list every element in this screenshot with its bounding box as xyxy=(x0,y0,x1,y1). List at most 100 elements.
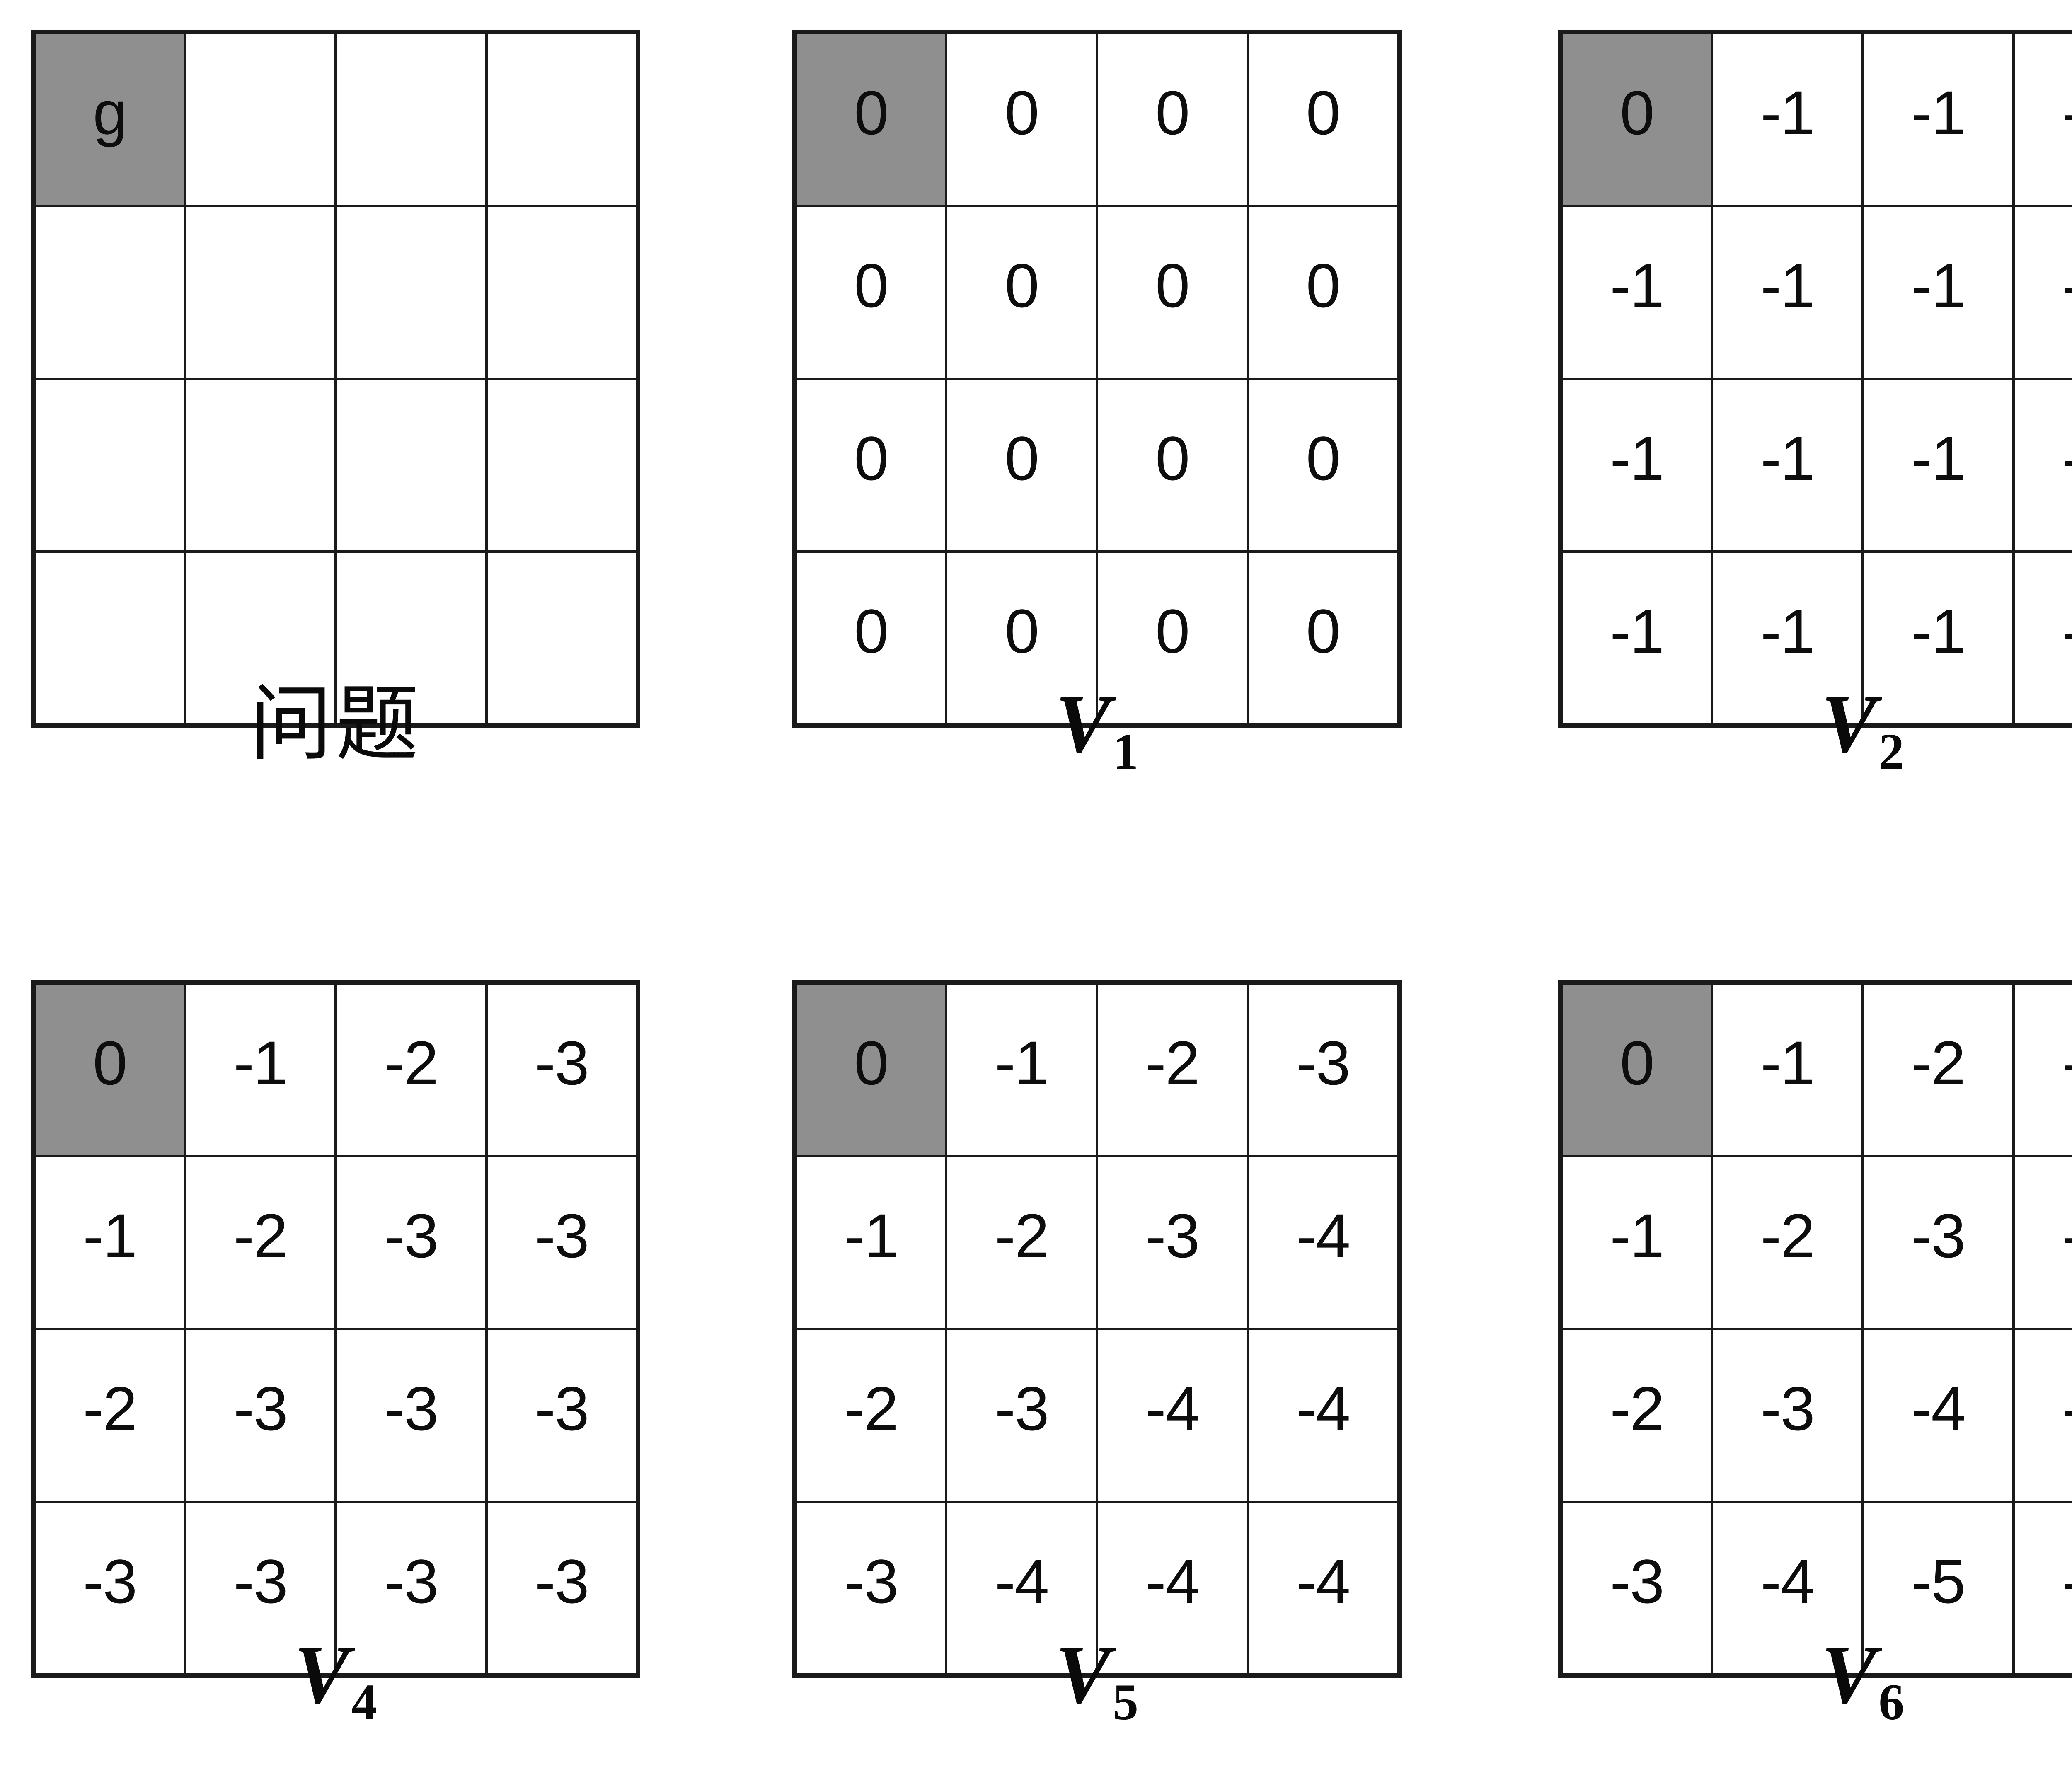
grid-cell-v2-r0c0: 0 xyxy=(1559,31,1714,207)
grid-row: 0-1-2-3 xyxy=(793,981,1401,1157)
panel-label-math-v4: V4 xyxy=(294,1629,377,1728)
grid-cell-v5-r0c1: -1 xyxy=(945,981,1098,1157)
grid-cell-v5-r1c1: -2 xyxy=(945,1155,1098,1330)
grid-cell-v1-r1c2: 0 xyxy=(1095,205,1249,380)
grid-cell-v6-r3c1: -4 xyxy=(1711,1501,1864,1677)
grid-cell-v6-r1c1: -2 xyxy=(1711,1155,1864,1330)
grid-cell-v2-r3c2: -1 xyxy=(1861,550,2015,727)
grid-cell-v1-r0c1: 0 xyxy=(945,31,1098,207)
panel-label-v2: V2 xyxy=(1558,683,2072,777)
panel-label-subscript-v2: 2 xyxy=(1878,723,1905,780)
panel-label-subscript-v5: 5 xyxy=(1113,1674,1139,1730)
grid-cell-v2-r2c1: -1 xyxy=(1711,378,1864,553)
grid-row: 0-1-2-3 xyxy=(1559,981,2072,1157)
grid-cell-v2-r1c1: -1 xyxy=(1711,205,1864,380)
grid-cell-v5-r1c0: -1 xyxy=(793,1155,948,1330)
grid-cell-v4-r2c0: -2 xyxy=(32,1328,186,1503)
panel-label-problem: 问题 xyxy=(31,683,640,766)
grid-cell-v6-r2c1: -3 xyxy=(1711,1328,1864,1503)
grid-cell-v6-r2c3: -5 xyxy=(2012,1328,2072,1503)
grid-row: -3-4-4-4 xyxy=(793,1501,1401,1677)
grid-cell-v6-r1c2: -3 xyxy=(1861,1155,2015,1330)
value-grid-v2: 0-1-1-1-1-1-1-1-1-1-1-1-1-1-1-1 xyxy=(1558,30,2072,728)
grid-cell-v1-r0c2: 0 xyxy=(1095,31,1249,207)
grid-cell-v5-r2c3: -4 xyxy=(1246,1328,1401,1503)
grid-cell-v2-r2c2: -1 xyxy=(1861,378,2015,553)
panel-label-base-v1: V xyxy=(1055,678,1111,770)
grid-cell-v1-r2c1: 0 xyxy=(945,378,1098,553)
panel-label-base-v2: V xyxy=(1821,678,1877,770)
grid-cell-problem-r3c2 xyxy=(334,550,488,727)
grid-panel-v4: 0-1-2-3-1-2-3-3-2-3-3-3-3-3-3-3 xyxy=(31,980,640,1678)
grid-cell-v1-r3c0: 0 xyxy=(793,550,948,727)
grid-cell-v2-r0c1: -1 xyxy=(1711,31,1864,207)
panel-label-base-v5: V xyxy=(1055,1629,1111,1721)
panel-label-v6: V6 xyxy=(1558,1634,2072,1728)
grid-cell-v2-r3c0: -1 xyxy=(1559,550,1714,727)
grid-cell-v2-r1c3: -1 xyxy=(2012,205,2072,380)
grid-cell-v2-r2c0: -1 xyxy=(1559,378,1714,553)
panel-label-subscript-v6: 6 xyxy=(1878,1674,1905,1730)
grid-row: -2-3-4-4 xyxy=(793,1328,1401,1503)
grid-cell-problem-r0c2 xyxy=(334,31,488,207)
grid-cell-v5-r1c3: -4 xyxy=(1246,1155,1401,1330)
grid-cell-v6-r0c2: -2 xyxy=(1861,981,2015,1157)
grid-cell-v4-r2c2: -3 xyxy=(334,1328,488,1503)
grid-cell-v1-r3c3: 0 xyxy=(1246,550,1401,727)
grid-row: -1-2-3-4 xyxy=(793,1155,1401,1330)
grid-row xyxy=(32,550,639,727)
grid-panel-v2: 0-1-1-1-1-1-1-1-1-1-1-1-1-1-1-1 xyxy=(1558,30,2072,728)
grid-cell-v6-r0c1: -1 xyxy=(1711,981,1864,1157)
panel-label-v1: V1 xyxy=(792,683,1402,777)
grid-cell-v5-r3c0: -3 xyxy=(793,1501,948,1677)
grid-cell-v4-r0c2: -2 xyxy=(334,981,488,1157)
grid-cell-v6-r3c0: -3 xyxy=(1559,1501,1714,1677)
grid-row: -1-1-1-1 xyxy=(1559,205,2072,380)
grid-cell-problem-r3c1 xyxy=(184,550,337,727)
grid-cell-problem-r1c3 xyxy=(485,205,639,380)
grid-cell-problem-r0c1 xyxy=(184,31,337,207)
grid-cell-v6-r2c2: -4 xyxy=(1861,1328,2015,1503)
grid-row: -3-3-3-3 xyxy=(32,1501,639,1677)
grid-cell-v1-r1c1: 0 xyxy=(945,205,1098,380)
grid-panel-v5: 0-1-2-3-1-2-3-4-2-3-4-4-3-4-4-4 xyxy=(792,980,1402,1678)
grid-cell-v4-r1c1: -2 xyxy=(184,1155,337,1330)
grid-cell-v5-r1c2: -3 xyxy=(1095,1155,1249,1330)
grid-cell-problem-r1c0 xyxy=(32,205,186,380)
grid-cell-v1-r2c0: 0 xyxy=(793,378,948,553)
grid-cell-v4-r1c3: -3 xyxy=(485,1155,639,1330)
grid-cell-problem-r2c3 xyxy=(485,378,639,553)
grid-cell-v4-r3c1: -3 xyxy=(184,1501,337,1677)
grid-cell-v1-r0c0: 0 xyxy=(793,31,948,207)
grid-row xyxy=(32,205,639,380)
grid-row: -1-2-3-4 xyxy=(1559,1155,2072,1330)
grid-cell-problem-r3c3 xyxy=(485,550,639,727)
value-grid-v6: 0-1-2-3-1-2-3-4-2-3-4-5-3-4-5-5 xyxy=(1558,980,2072,1678)
grid-cell-v6-r2c0: -2 xyxy=(1559,1328,1714,1503)
grid-cell-v4-r1c2: -3 xyxy=(334,1155,488,1330)
grid-cell-problem-r0c3 xyxy=(485,31,639,207)
grid-cell-problem-r2c2 xyxy=(334,378,488,553)
grid-cell-v4-r3c0: -3 xyxy=(32,1501,186,1677)
grid-row: -3-4-5-5 xyxy=(1559,1501,2072,1677)
grid-row: 0-1-1-1 xyxy=(1559,31,2072,207)
grid-row: -1-1-1-1 xyxy=(1559,378,2072,553)
grid-cell-v1-r2c3: 0 xyxy=(1246,378,1401,553)
grid-cell-problem-r1c1 xyxy=(184,205,337,380)
grid-cell-v1-r1c0: 0 xyxy=(793,205,948,380)
grid-cell-v2-r1c0: -1 xyxy=(1559,205,1714,380)
grid-cell-v6-r0c0: 0 xyxy=(1559,981,1714,1157)
panel-label-base-v4: V xyxy=(294,1629,350,1721)
grid-cell-v5-r3c1: -4 xyxy=(945,1501,1098,1677)
panel-label-base-v6: V xyxy=(1821,1629,1877,1721)
grid-panel-problem: g xyxy=(31,30,640,728)
grid-cell-v4-r3c2: -3 xyxy=(334,1501,488,1677)
grid-cell-v5-r3c2: -4 xyxy=(1095,1501,1249,1677)
grid-cell-v1-r0c3: 0 xyxy=(1246,31,1401,207)
